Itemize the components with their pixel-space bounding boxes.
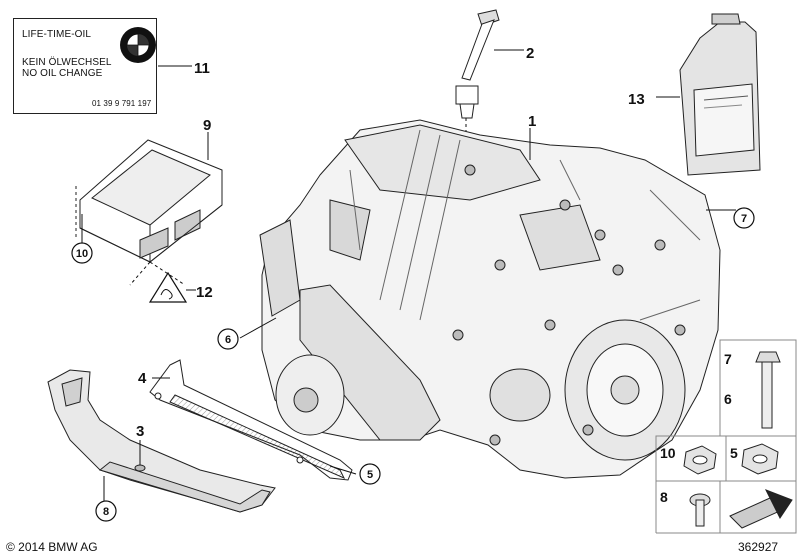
- callout-1: 1: [528, 113, 536, 130]
- bmw-roundel-icon: [120, 27, 156, 63]
- breather-pipe-drawing: [455, 9, 500, 119]
- callout-circle-8: [95, 500, 117, 522]
- label-line-1: LIFE-TIME-OIL: [22, 29, 92, 40]
- label-line-2: KEIN ÖLWECHSEL: [22, 57, 112, 68]
- callout-11: 11: [194, 60, 210, 77]
- diagram-number: 362927: [738, 540, 779, 554]
- callout-circle-5: [359, 463, 381, 485]
- copyright-text: © 2014 BMW AG: [6, 540, 98, 554]
- callout-5: 5: [367, 469, 373, 481]
- leader-6: [239, 317, 277, 339]
- legend-label-5: 5: [730, 445, 738, 461]
- callout-13: 13: [628, 91, 645, 108]
- bracket-drawing: [149, 359, 353, 481]
- warning-label-drawing: [129, 261, 196, 303]
- oil-bottle-drawing: [679, 13, 761, 176]
- callout-2: 2: [526, 45, 534, 62]
- transfer-case-drawing: [259, 119, 721, 479]
- leader-5: [329, 465, 357, 475]
- callout-circle-6: [217, 328, 239, 350]
- legend-label-6: 6: [724, 391, 732, 407]
- legend-parts: [683, 351, 793, 529]
- callout-circle-10: [71, 242, 93, 264]
- legend-label-8: 8: [660, 489, 668, 505]
- callout-8: 8: [103, 506, 109, 518]
- callout-3: 3: [136, 423, 144, 440]
- control-unit-drawing: [75, 139, 223, 263]
- callout-10: 10: [76, 248, 88, 260]
- legend-label-10: 10: [660, 445, 676, 461]
- callout-9: 9: [203, 117, 211, 134]
- legend-label-7: 7: [724, 351, 732, 367]
- label-part-number: 01 39 9 791 197: [92, 99, 152, 108]
- callout-7: 7: [741, 213, 747, 225]
- underbody-shield-drawing: [47, 369, 276, 513]
- label-line-3: NO OIL CHANGE: [22, 68, 103, 79]
- oil-label-card: LIFE-TIME-OIL KEIN ÖLWECHSEL NO OIL CHAN…: [13, 18, 157, 114]
- callout-6: 6: [225, 334, 231, 346]
- callout-circle-7: [733, 207, 755, 229]
- legend-grid: [655, 339, 797, 534]
- callout-4: 4: [138, 370, 147, 387]
- callout-12: 12: [196, 284, 213, 301]
